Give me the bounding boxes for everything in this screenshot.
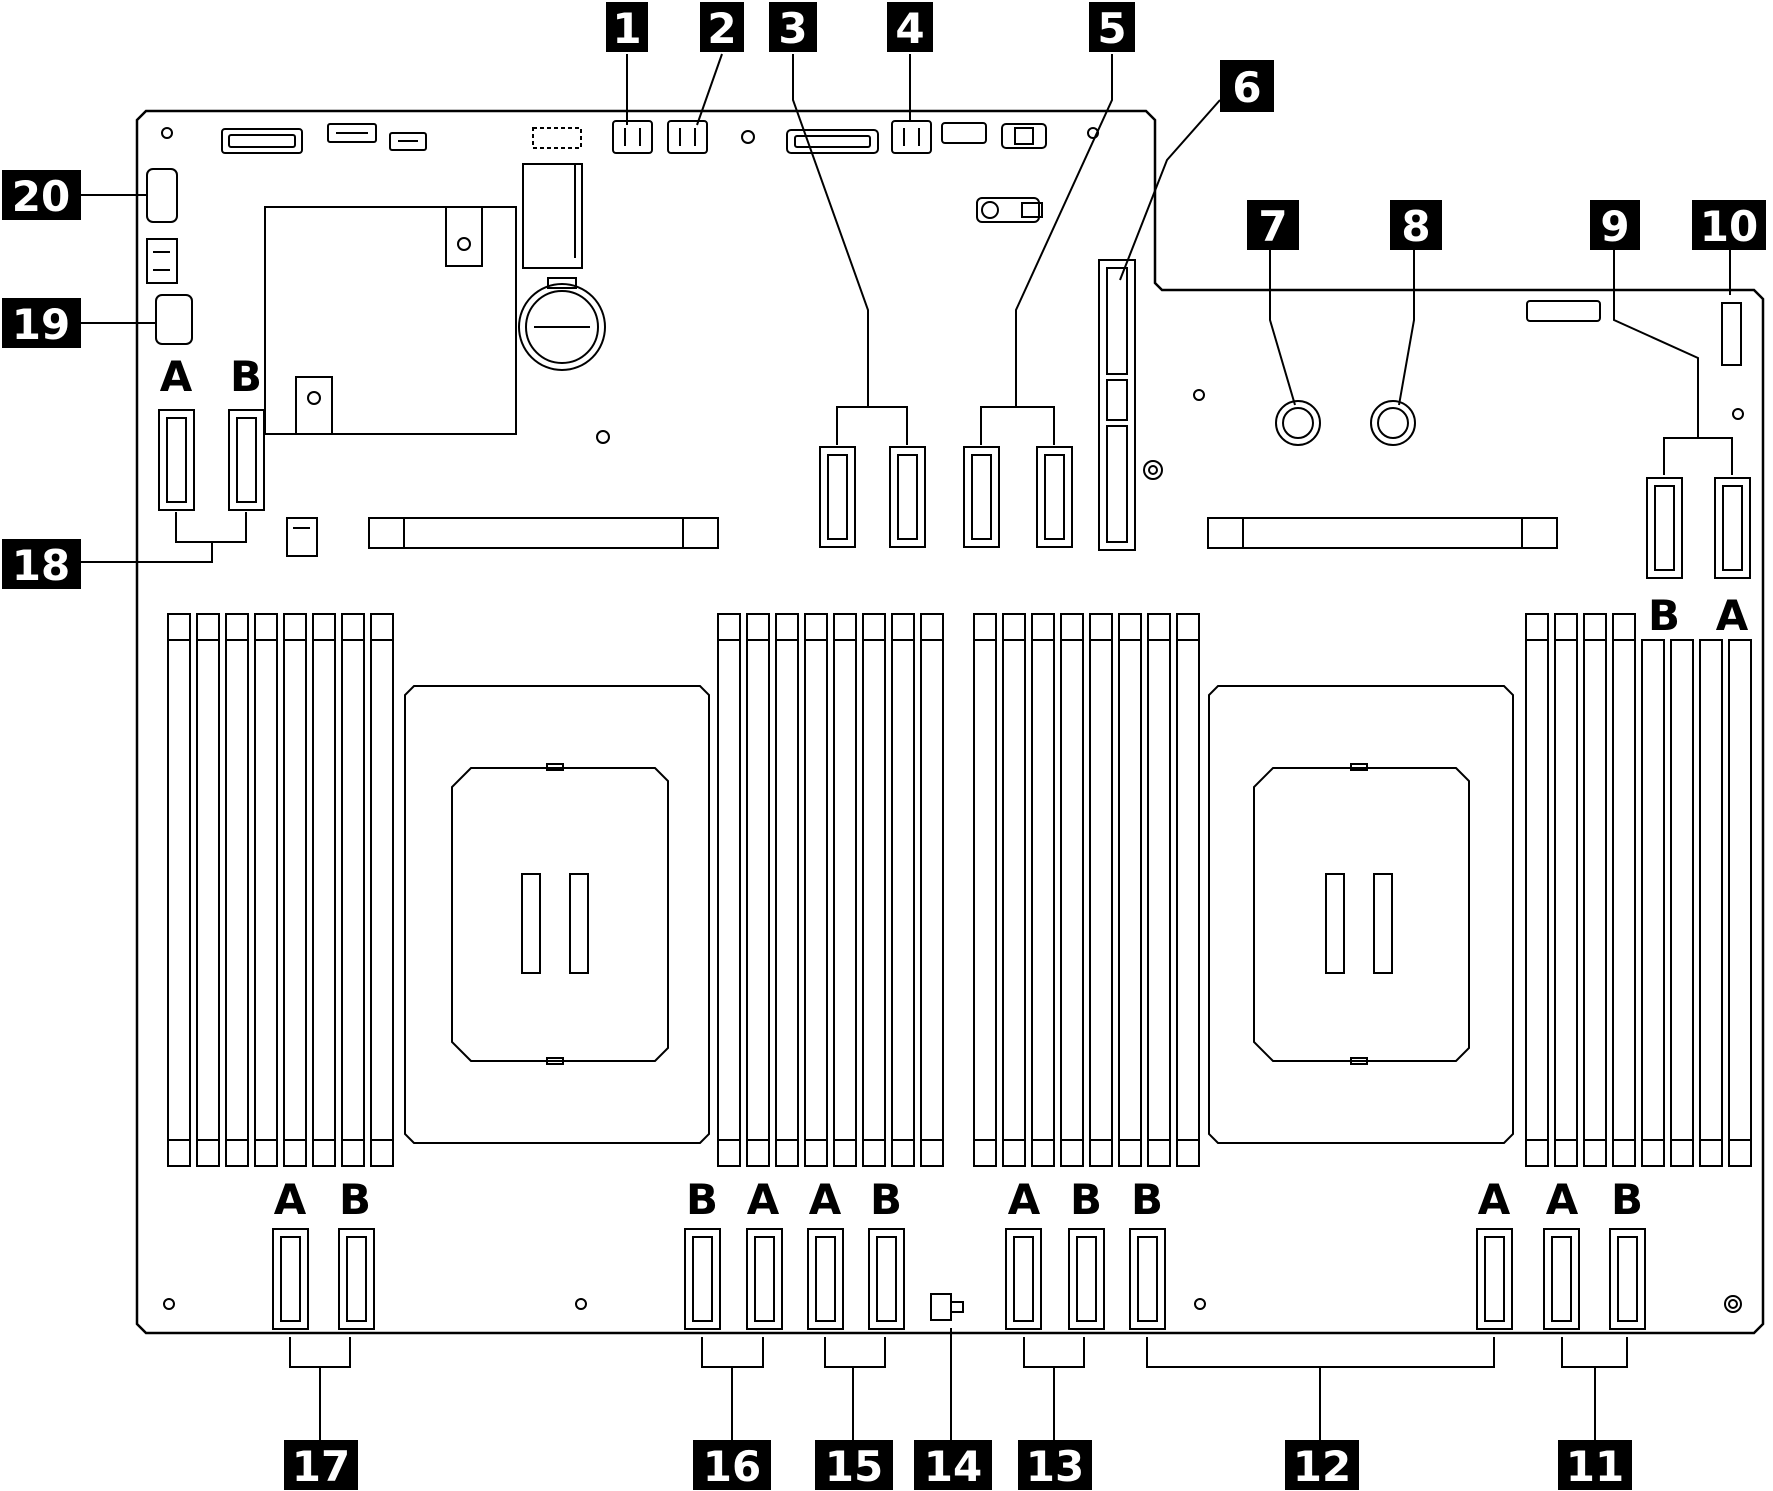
callout-box-8 <box>1390 200 1442 250</box>
callout-box-1 <box>606 2 648 52</box>
callout-16: 16 <box>703 1442 761 1491</box>
callout-17: 17 <box>292 1442 350 1491</box>
callout-box-15 <box>815 1440 893 1490</box>
slot-letter-a: A <box>1716 591 1749 640</box>
callout-box-6 <box>1220 60 1274 112</box>
callout-6: 6 <box>1232 63 1261 112</box>
callout-2: 2 <box>707 4 736 53</box>
slot-letter-a: A <box>1478 1175 1511 1224</box>
callout-10: 10 <box>1700 202 1758 251</box>
callout-box-19 <box>2 298 81 348</box>
callout-8: 8 <box>1401 202 1430 251</box>
callout-box-3 <box>769 2 817 52</box>
callout-box-14 <box>914 1440 992 1490</box>
callout-9: 9 <box>1600 202 1629 251</box>
slot-letter-b: B <box>230 352 262 401</box>
slot-letter-b: B <box>1070 1175 1102 1224</box>
callout-3: 3 <box>778 4 807 53</box>
slot-letter-b: B <box>1648 591 1680 640</box>
callout-12: 12 <box>1293 1442 1351 1491</box>
callout-box-12 <box>1285 1440 1359 1490</box>
callout-11: 11 <box>1566 1442 1624 1491</box>
callout-13: 13 <box>1026 1442 1084 1491</box>
board-outline <box>135 109 1765 1335</box>
callout-box-10 <box>1692 200 1766 250</box>
callout-box-18 <box>2 539 81 589</box>
callout-19: 19 <box>12 300 70 349</box>
slot-letter-b: B <box>1131 1175 1163 1224</box>
callout-box-13 <box>1018 1440 1092 1490</box>
slot-letter-a: A <box>1008 1175 1041 1224</box>
pcie-slots-bottom <box>163 1228 1742 1330</box>
callout-box-20 <box>2 170 81 220</box>
left-upper-components <box>146 163 610 557</box>
slot-letter-b: B <box>1611 1175 1643 1224</box>
dimm-slots <box>167 613 1752 1167</box>
top-connectors <box>161 120 1099 223</box>
pcie-slots-top <box>158 259 1751 579</box>
callout-box-2 <box>700 2 744 52</box>
callout-4: 4 <box>895 4 924 53</box>
callout-15: 15 <box>825 1442 883 1491</box>
slot-letter-b: B <box>339 1175 371 1224</box>
slot-letter-b: B <box>686 1175 718 1224</box>
callout-1: 1 <box>612 4 641 53</box>
callout-box-17 <box>284 1440 358 1490</box>
slot-letter-a: A <box>809 1175 842 1224</box>
leader-lines <box>81 53 1733 1450</box>
callout-5: 5 <box>1097 4 1126 53</box>
callout-7: 7 <box>1258 202 1287 251</box>
slot-letter-a: A <box>160 352 193 401</box>
callout-box-9 <box>1590 200 1640 250</box>
callout-box-7 <box>1247 200 1299 250</box>
callout-box-4 <box>887 2 933 52</box>
processor-sockets <box>404 685 1514 1144</box>
slot-letter-a: A <box>747 1175 780 1224</box>
callout-box-11 <box>1558 1440 1632 1490</box>
callout-box-16 <box>693 1440 771 1490</box>
callout-numbers: 1 2 3 4 5 6 7 8 9 10 11 12 13 14 15 16 1… <box>12 4 1758 1491</box>
callout-box-5 <box>1089 2 1135 52</box>
callout-18: 18 <box>12 541 70 590</box>
callout-20: 20 <box>12 172 70 221</box>
slot-letter-a: A <box>1546 1175 1579 1224</box>
slot-letters: A B B A A B B A A B A B B A A B <box>160 352 1749 1224</box>
slot-letter-b: B <box>870 1175 902 1224</box>
callout-14: 14 <box>924 1442 982 1491</box>
slot-letter-a: A <box>274 1175 307 1224</box>
